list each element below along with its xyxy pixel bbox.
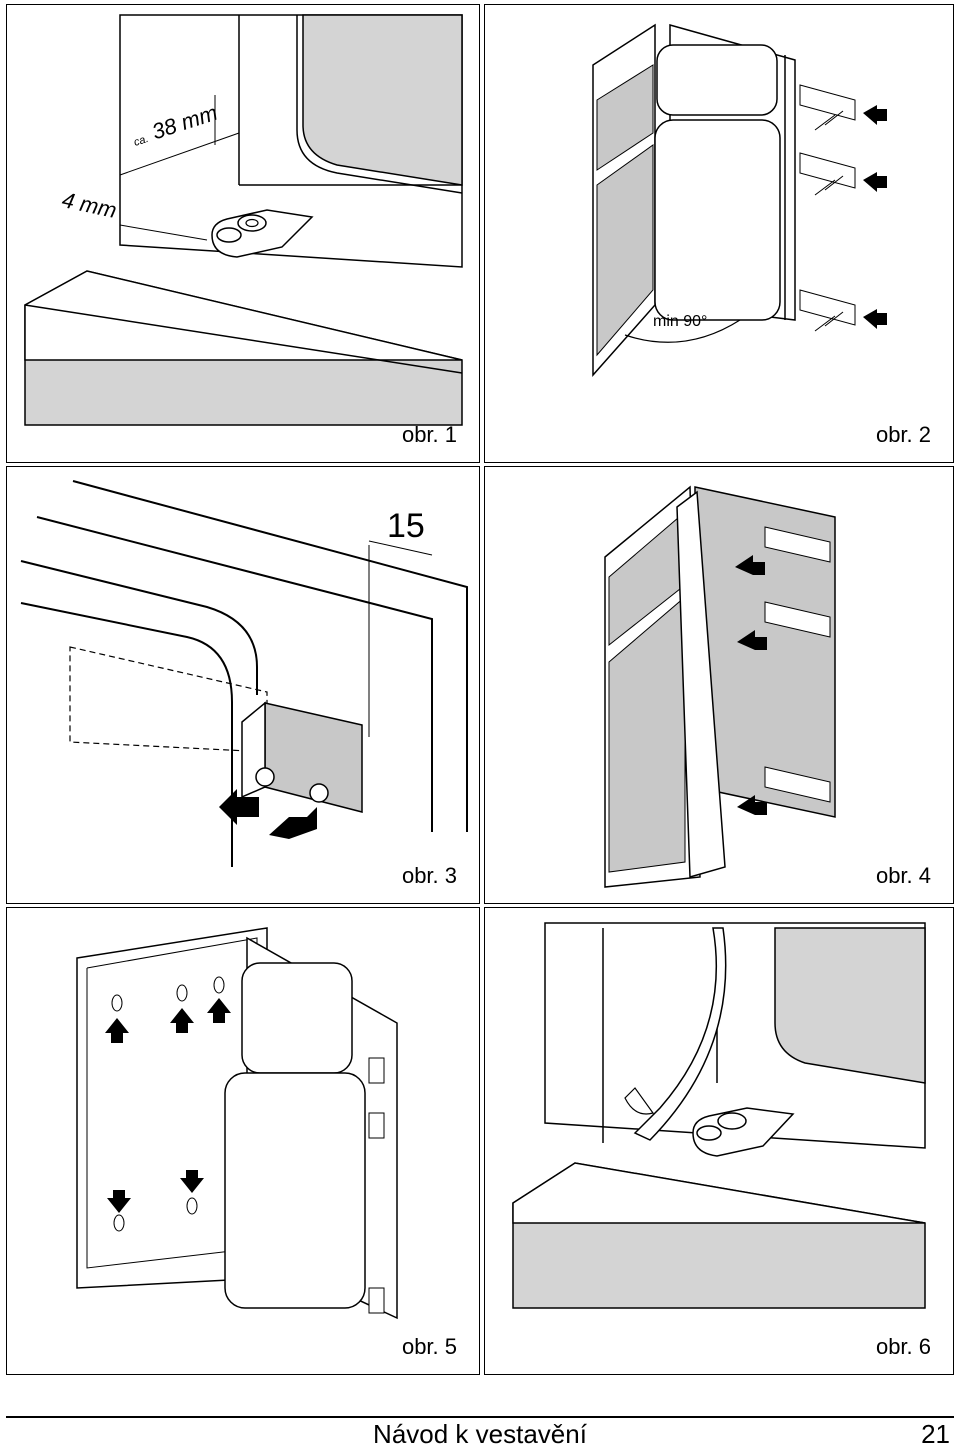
figure-2: min 90° obr. 2 — [484, 4, 954, 463]
figure-6-drawing — [512, 922, 926, 1309]
figure-5: obr. 5 — [6, 907, 480, 1375]
footer-divider — [6, 1416, 954, 1418]
figure-3: 15 obr. 3 — [6, 466, 480, 904]
figure-2-drawing — [592, 23, 887, 377]
figure-caption: obr. 2 — [875, 422, 931, 447]
figure-4-drawing — [604, 485, 836, 888]
footer-title: Návod k vestavění — [373, 1419, 587, 1449]
figure-caption: obr. 1 — [401, 422, 457, 447]
angle-label: min 90° — [653, 313, 708, 330]
figure-5-drawing — [76, 927, 398, 1320]
figure-3-drawing — [20, 480, 468, 867]
figure-caption: obr. 5 — [401, 1334, 457, 1359]
figure-6: obr. 6 — [484, 907, 954, 1375]
figure-1-drawing — [24, 14, 463, 426]
dimension-prefix: ca. — [132, 132, 151, 149]
figure-1: ca. 38 mm 4 mm obr. 1 — [6, 4, 480, 463]
dimension-label-15: 15 — [387, 507, 425, 545]
figure-caption: obr. 4 — [875, 863, 931, 888]
figure-caption: obr. 6 — [875, 1334, 931, 1359]
figure-4: obr. 4 — [484, 466, 954, 904]
figure-caption: obr. 3 — [401, 863, 457, 888]
page-number: 21 — [921, 1419, 950, 1449]
